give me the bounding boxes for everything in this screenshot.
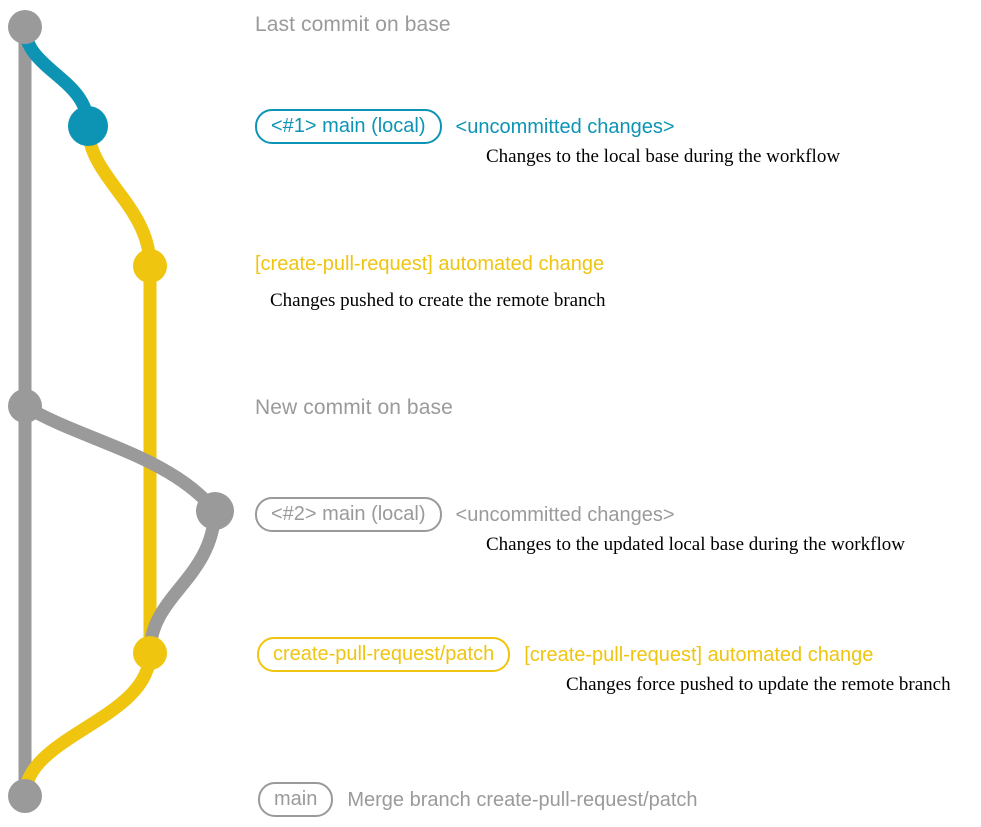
branch-2-to-merge-line <box>18 646 157 803</box>
last-commit-on-base-heading: Last commit on base <box>255 13 451 36</box>
automated-change-2-subject: [create-pull-request] automated change <box>524 643 874 666</box>
local-2-to-branch-2-line <box>143 504 222 660</box>
new-commit-on-base-node <box>8 389 42 423</box>
branch-badge-main-local-2[interactable]: <#2> main (local) <box>255 497 442 532</box>
automated-change-1-row: [create-pull-request] automated change <box>255 254 604 274</box>
new-commit-on-base-heading: New commit on base <box>255 396 453 419</box>
local-commit-1-node <box>68 106 108 146</box>
local-change-1-subject: <uncommitted changes> <box>455 115 675 138</box>
automated-change-2-detail: Changes force pushed to update the remot… <box>566 674 951 695</box>
automated-change-1-detail: Changes pushed to create the remote bran… <box>270 290 606 311</box>
automated-change-2-row: create-pull-request/patch [create-pull-r… <box>257 637 873 672</box>
local-change-1-row: <#1> main (local) <uncommitted changes> <box>255 109 675 144</box>
branch-badge-main-local-1[interactable]: <#1> main (local) <box>255 109 442 144</box>
local-change-2-subject: <uncommitted changes> <box>455 503 675 526</box>
merge-commit-row: main Merge branch create-pull-request/pa… <box>258 782 698 817</box>
local-change-1-detail: Changes to the local base during the wor… <box>486 146 841 167</box>
merge-commit-subject: Merge branch create-pull-request/patch <box>347 788 698 811</box>
local-change-2-detail: Changes to the updated local base during… <box>486 534 905 555</box>
local-commit-2-node <box>196 492 234 530</box>
branch-badge-main[interactable]: main <box>258 782 334 817</box>
automated-change-1-node <box>133 249 167 283</box>
base-to-local-2-line <box>18 399 222 518</box>
branch-badge-create-pull-request-patch[interactable]: create-pull-request/patch <box>257 637 511 672</box>
local-change-2-row: <#2> main (local) <uncommitted changes> <box>255 497 675 532</box>
automated-change-2-node <box>133 636 167 670</box>
automated-change-1-subject: [create-pull-request] automated change <box>255 253 605 275</box>
commit-nodes <box>8 10 234 813</box>
last-commit-on-base-node <box>8 10 42 44</box>
last-commit-on-base-row: Last commit on base <box>255 13 451 37</box>
merge-commit-node <box>8 779 42 813</box>
new-commit-on-base-row: New commit on base <box>255 396 453 420</box>
